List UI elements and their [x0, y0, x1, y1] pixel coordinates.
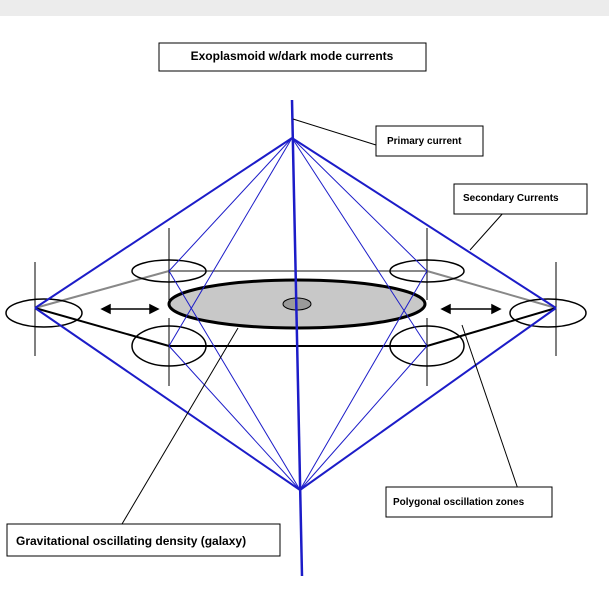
oscillation-zones: [5, 259, 587, 367]
outer-diamond: [34, 137, 557, 491]
leader-lines: [121, 118, 521, 525]
zone-right: [509, 298, 587, 328]
label-secondary-currents: Secondary Currents: [453, 183, 588, 215]
title-box: Exoplasmoid w/dark mode currents: [158, 42, 427, 72]
svg-text:Polygonal oscillation zones: Polygonal oscillation zones: [393, 497, 525, 508]
arrow-right: [440, 303, 502, 315]
label-polygonal-zones: Polygonal oscillation zones: [385, 486, 553, 518]
zone-left: [5, 298, 83, 328]
label-primary-current: Primary current: [375, 125, 484, 157]
svg-text:Gravitational oscillating dens: Gravitational oscillating density (galax…: [16, 534, 246, 548]
secondary-currents: [168, 137, 428, 491]
svg-text:Secondary Currents: Secondary Currents: [463, 193, 559, 204]
top-bar: [0, 0, 609, 16]
arrow-left: [100, 303, 160, 315]
polygon-back-edges: [34, 270, 557, 309]
svg-text:Primary current: Primary current: [387, 136, 462, 147]
label-galaxy: Gravitational oscillating density (galax…: [6, 523, 281, 557]
primary-current-axis: [290, 99, 304, 577]
zone-back-right: [389, 259, 465, 283]
title: Exoplasmoid w/dark mode currents: [191, 49, 394, 63]
zone-back-left: [131, 259, 207, 283]
